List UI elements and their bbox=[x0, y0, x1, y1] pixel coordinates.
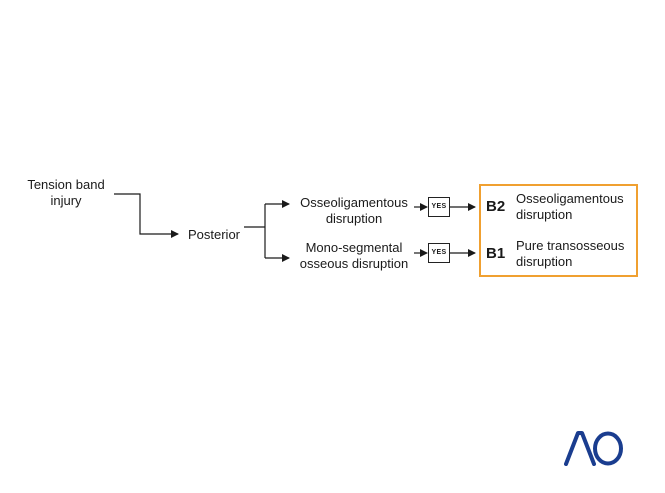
result-desc-lower: Pure transosseous disruption bbox=[516, 238, 624, 270]
root-node-line2: injury bbox=[50, 193, 82, 208]
result-lower-line2: disruption bbox=[516, 254, 573, 269]
result-lower-line1: Pure transosseous bbox=[516, 238, 625, 253]
condition-lower-line1: Mono-segmental bbox=[305, 240, 403, 255]
root-node: Tension band injury bbox=[20, 177, 112, 209]
result-code-lower: B1 bbox=[486, 245, 506, 262]
ao-logo bbox=[564, 431, 623, 466]
condition-upper-line2: disruption bbox=[325, 211, 383, 226]
condition-node-upper: Osseoligamentous disruption bbox=[292, 195, 416, 227]
yes-box-lower: YES bbox=[428, 243, 450, 263]
root-to-posterior-connector bbox=[114, 193, 179, 238]
result-code-upper: B2 bbox=[486, 198, 506, 215]
posterior-node: Posterior bbox=[184, 227, 244, 243]
condition-lower-line2: osseous disruption bbox=[299, 256, 409, 271]
posterior-node-label: Posterior bbox=[187, 227, 241, 242]
root-node-line1: Tension band bbox=[27, 177, 105, 192]
yes-box-upper: YES bbox=[428, 197, 450, 217]
result-desc-upper: Osseoligamentous disruption bbox=[516, 191, 624, 223]
result-upper-line1: Osseoligamentous bbox=[516, 191, 624, 206]
condition-node-lower: Mono-segmental osseous disruption bbox=[292, 240, 416, 272]
condition-upper-line1: Osseoligamentous bbox=[300, 195, 408, 210]
result-box bbox=[479, 184, 638, 277]
result-upper-line2: disruption bbox=[516, 207, 573, 222]
